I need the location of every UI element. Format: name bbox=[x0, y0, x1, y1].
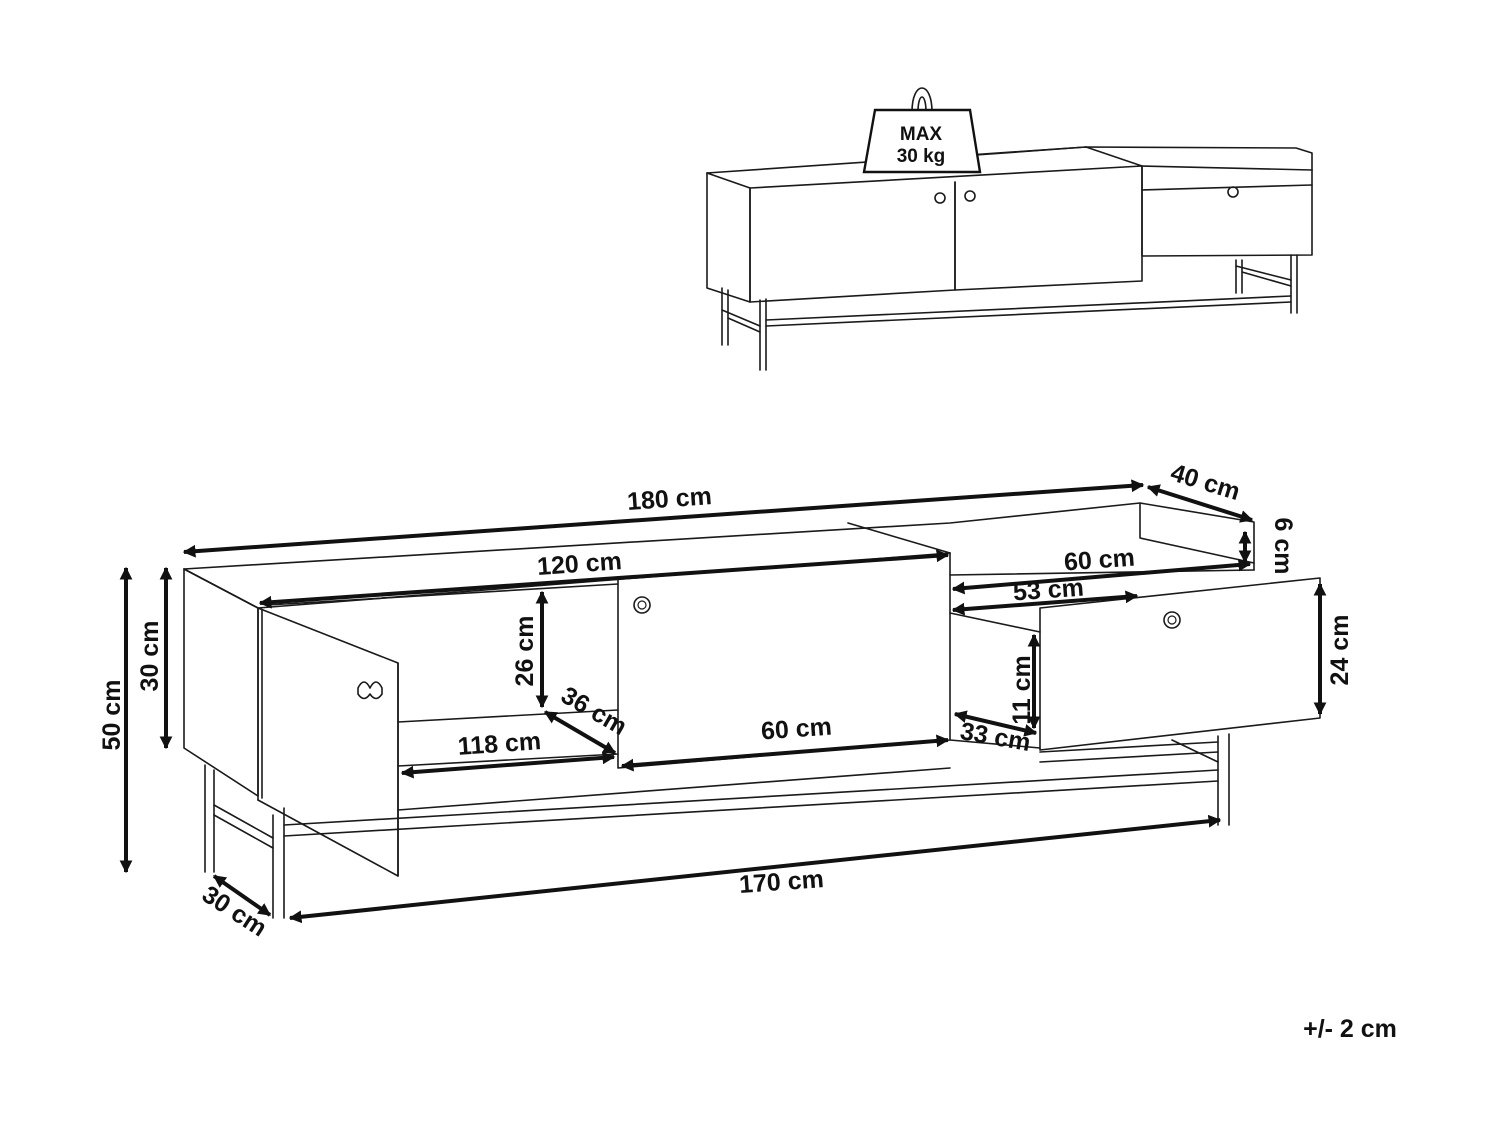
dim-arrow-53 bbox=[951, 590, 1139, 616]
dimension-labels: 180 cm 40 cm 6 cm 50 cm 30 cm 120 cm 26 … bbox=[98, 459, 1354, 943]
label-drawer-inner-height: 11 cm bbox=[1008, 655, 1036, 725]
dim-arrow-120 bbox=[258, 549, 950, 609]
label-depth: 40 cm bbox=[1167, 459, 1243, 507]
dim-arrow-40 bbox=[1146, 484, 1254, 523]
weight-max-label: MAX bbox=[900, 124, 943, 145]
label-inner-width: 120 cm bbox=[536, 547, 623, 581]
dim-arrow-36 bbox=[543, 710, 617, 755]
label-rail-height: 6 cm bbox=[1269, 518, 1297, 575]
weight-value-label: 30 kg bbox=[897, 146, 946, 167]
label-middle-width: 60 cm bbox=[760, 713, 833, 746]
label-drawer-front-height: 24 cm bbox=[1326, 615, 1354, 686]
label-total-width: 180 cm bbox=[626, 482, 713, 516]
dim-arrow-60-front bbox=[620, 734, 950, 772]
dim-arrow-118 bbox=[400, 751, 616, 779]
label-compartment-depth: 36 cm bbox=[556, 681, 631, 741]
label-drawer-width: 53 cm bbox=[1012, 574, 1085, 607]
label-inner-bottom-width: 118 cm bbox=[457, 727, 542, 761]
dim-arrow-33 bbox=[953, 710, 1038, 737]
dim-arrow-180 bbox=[182, 479, 1145, 558]
main-cabinet bbox=[183, 502, 1321, 919]
label-total-height: 50 cm bbox=[98, 680, 126, 751]
dim-arrow-60-top bbox=[951, 558, 1252, 595]
dim-arrow-30-depth bbox=[212, 874, 272, 917]
label-body-height: 30 cm bbox=[136, 621, 164, 692]
label-leg-span: 170 cm bbox=[738, 865, 825, 899]
label-top-right-width: 60 cm bbox=[1063, 544, 1136, 577]
label-compartment-height: 26 cm bbox=[511, 616, 539, 687]
preview-cabinet bbox=[706, 146, 1313, 371]
dim-arrow-170 bbox=[288, 814, 1222, 924]
dimension-arrows bbox=[119, 479, 1327, 924]
weight-icon: MAX 30 kg bbox=[862, 87, 982, 174]
tolerance-note: +/- 2 cm bbox=[1303, 1015, 1397, 1043]
